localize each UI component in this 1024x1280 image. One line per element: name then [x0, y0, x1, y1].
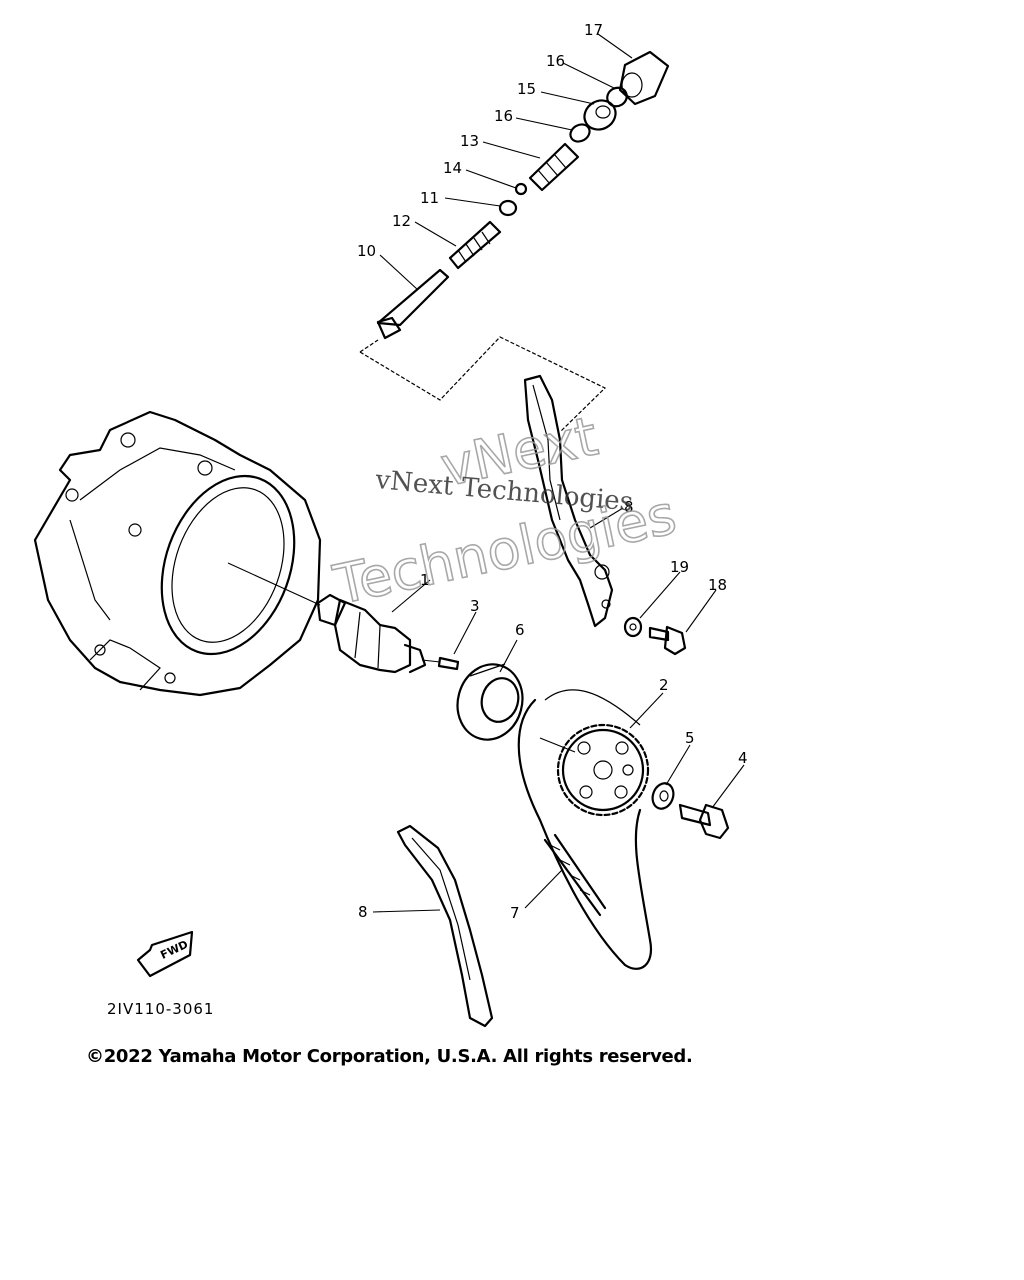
- sprocket-bolt: [678, 803, 730, 840]
- tensioner-ball-14: [514, 182, 528, 196]
- callout-17: 17: [584, 21, 603, 39]
- callout-1: 1: [420, 571, 430, 589]
- guide-bolt: [648, 625, 687, 656]
- callout-8-lower: 8: [358, 903, 368, 921]
- callout-3: 3: [470, 597, 480, 615]
- callout-14: 14: [443, 159, 462, 177]
- callout-4: 4: [738, 749, 748, 767]
- tensioner-spring-large: [528, 142, 580, 192]
- callout-6: 6: [515, 621, 525, 639]
- callout-19: 19: [670, 558, 689, 576]
- callout-12: 12: [392, 212, 411, 230]
- oring-16-lower: [569, 123, 591, 143]
- watermark: vNext Technologies vNext Technologies: [327, 404, 682, 618]
- leader-lines: [372, 33, 745, 913]
- fwd-arrow: FWD: [136, 930, 194, 978]
- tensioner-rod: [376, 268, 450, 340]
- assembly-bracket: [359, 336, 607, 433]
- oring-16-upper: [606, 86, 628, 108]
- tensioner-cap-11: [498, 199, 518, 217]
- tensioner-spring-small: [448, 220, 502, 270]
- cylinder-head: [33, 410, 322, 697]
- callout-13: 13: [460, 132, 479, 150]
- callout-16-upper: 16: [546, 52, 565, 70]
- cam-sprocket: [539, 723, 650, 817]
- guide-washer: [623, 616, 643, 638]
- dowel-pin: [421, 656, 460, 671]
- callout-2: 2: [659, 676, 669, 694]
- callout-5: 5: [685, 729, 695, 747]
- callout-18: 18: [708, 576, 727, 594]
- callout-10: 10: [357, 242, 376, 260]
- camshaft: [227, 562, 427, 674]
- callout-11: 11: [420, 189, 439, 207]
- tensioner-housing-17: [618, 50, 670, 106]
- bearing-15: [583, 99, 617, 131]
- chain-guide-lower: [396, 824, 494, 1028]
- washer: [651, 782, 675, 810]
- chain-tensioner-guide: [523, 374, 614, 628]
- cam-chain: [517, 689, 653, 970]
- callout-8-upper: 8: [624, 498, 634, 516]
- drawing-code: 2IV110-3061: [107, 1000, 215, 1018]
- decompressor-cam: [456, 663, 524, 741]
- callout-7: 7: [510, 904, 520, 922]
- callout-16-lower: 16: [494, 107, 513, 125]
- callout-15: 15: [517, 80, 536, 98]
- copyright-notice: ©2022 Yamaha Motor Corporation, U.S.A. A…: [86, 1046, 693, 1067]
